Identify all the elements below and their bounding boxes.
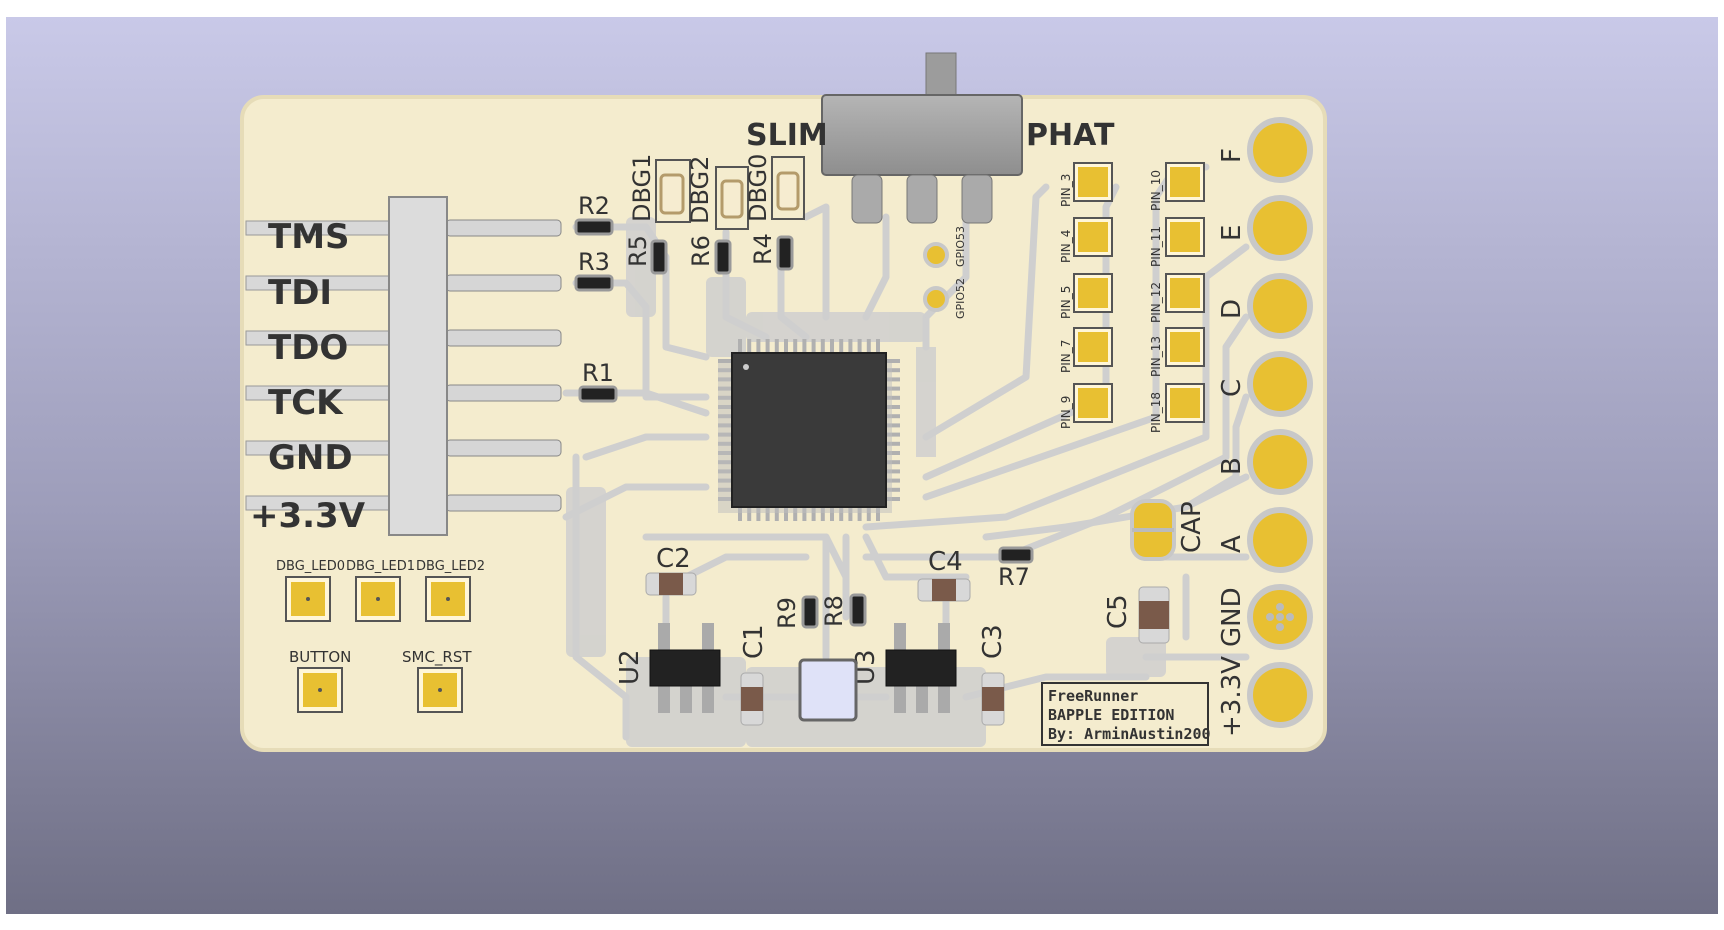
edge-pad-label-b: B [1217, 457, 1247, 475]
edge-pad-label-gnd: GND [1217, 587, 1247, 647]
smc-rst-pad-label: SMC_RST [402, 648, 472, 667]
pin-pad-label-3: PIN_3 [1059, 174, 1073, 207]
pin-pad-label-13: PIN_13 [1149, 336, 1163, 377]
jtag-label-gnd: GND [268, 438, 353, 478]
button-pad-label: BUTTON [289, 648, 351, 666]
credits-line-1: FreeRunner [1048, 687, 1138, 705]
jtag-label-tdi: TDI [268, 273, 332, 313]
cap-pad-label: CAP [1177, 501, 1207, 553]
pin-pad-label-10: PIN_10 [1149, 170, 1163, 211]
regulator-group: U2 U3 [615, 623, 957, 722]
resistor-group: R2 R3 R1 R5 R6 R4 R7 R8 R9 [574, 192, 1034, 629]
c5-label: C5 [1103, 594, 1133, 629]
r3-label: R3 [578, 248, 610, 276]
edge-pad-label-3v3: +3.3V [1217, 656, 1247, 737]
edge-pad-label-a: A [1217, 535, 1247, 553]
jtag-label-tck: TCK [268, 383, 344, 423]
edge-pad-label-f: F [1217, 148, 1247, 163]
dbg1-label: DBG1 [628, 154, 656, 222]
pcb-render: TMS TDI TDO TCK GND +3.3V DBG_LED0 DBG_L… [240, 52, 1327, 752]
capacitor-group: C2 C4 C1 C3 C5 CAP [645, 499, 1207, 726]
r7-label: R7 [998, 563, 1030, 591]
credits-line-2: BAPPLE EDITION [1048, 706, 1174, 724]
pin-pad-label-11: PIN_11 [1149, 226, 1163, 267]
slide-switch: SLIM PHAT [746, 52, 1115, 224]
r5-label: R5 [624, 235, 652, 267]
pin-pad-labels: PIN_3 PIN_4 PIN_5 PIN_7 PIN_9 PIN_10 PIN… [1059, 170, 1163, 433]
u2-label: U2 [615, 649, 645, 685]
r2-label: R2 [578, 192, 610, 220]
jtag-header [245, 196, 562, 536]
switch-label-phat: PHAT [1026, 118, 1115, 153]
jtag-label-3v3: +3.3V [250, 496, 366, 536]
c4-label: C4 [928, 547, 963, 577]
gpio52-label: GPIO52 [954, 278, 967, 319]
dbg0-label: DBG0 [744, 154, 772, 222]
dbg2-label: DBG2 [686, 156, 714, 224]
pin-pad-group [1073, 162, 1205, 423]
jtag-label-tms: TMS [268, 217, 350, 257]
debug-pad-label-0: DBG_LED0 [276, 559, 345, 574]
r4-label: R4 [749, 233, 777, 265]
r9-label: R9 [773, 597, 801, 629]
pin-pad-label-5: PIN_5 [1059, 286, 1073, 319]
jtag-label-tdo: TDO [268, 328, 348, 368]
c2-label: C2 [656, 544, 691, 574]
gpio53-label: GPIO53 [954, 226, 967, 267]
debug-led-group: DBG1 DBG2 DBG0 [628, 154, 805, 230]
c3-label: C3 [978, 624, 1008, 659]
c1-label: C1 [739, 624, 769, 659]
edge-pad-group: F E D C B A GND +3.3V [1217, 117, 1313, 737]
debug-pad-label-2: DBG_LED2 [416, 559, 485, 574]
debug-pad-label-1: DBG_LED1 [346, 559, 415, 574]
pin-pad-label-4: PIN_4 [1059, 230, 1073, 263]
pin-pad-label-7: PIN_7 [1059, 340, 1073, 373]
debug-pad-group: DBG_LED0 DBG_LED1 DBG_LED2 BUTTON SMC_RS… [276, 559, 485, 713]
3d-viewer-canvas[interactable]: TMS TDI TDO TCK GND +3.3V DBG_LED0 DBG_L… [6, 17, 1718, 914]
r8-label: R8 [820, 595, 848, 627]
edge-pad-label-e: E [1217, 225, 1247, 241]
switch-label-slim: SLIM [746, 118, 828, 153]
edge-pad-label-c: C [1217, 379, 1247, 397]
pin-pad-label-9: PIN_9 [1059, 396, 1073, 429]
jtag-pin-labels: TMS TDI TDO TCK GND +3.3V [250, 217, 366, 536]
r1-label: R1 [582, 359, 614, 387]
main-mcu-chip [718, 339, 900, 521]
credits-line-3: By: ArminAustin200 [1048, 725, 1211, 743]
edge-pad-label-d: D [1217, 299, 1247, 319]
credits-block: FreeRunner BAPPLE EDITION By: ArminAusti… [1041, 682, 1211, 746]
pin-pad-label-18: PIN_18 [1149, 392, 1163, 433]
pin-pad-label-12: PIN_12 [1149, 282, 1163, 323]
r6-label: R6 [687, 235, 715, 267]
gpio-test-points: GPIO52 GPIO53 [923, 226, 967, 319]
